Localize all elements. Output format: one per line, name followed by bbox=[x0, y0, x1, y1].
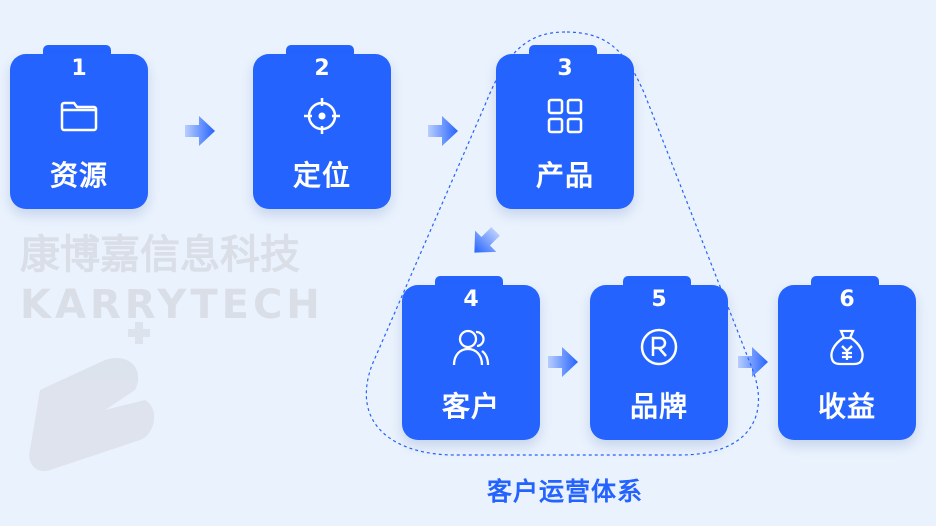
step-label: 定位 bbox=[292, 159, 351, 192]
folder-icon bbox=[60, 101, 98, 132]
step-label: 资源 bbox=[49, 159, 108, 192]
step-card-5: 5 品牌 bbox=[590, 276, 728, 440]
step-number: 4 bbox=[463, 287, 479, 312]
step-number: 6 bbox=[839, 287, 855, 312]
grid-icon bbox=[547, 98, 583, 134]
step-card-1: 1 资源 bbox=[10, 45, 148, 209]
registered-icon bbox=[640, 328, 678, 366]
step-number: 5 bbox=[651, 287, 667, 312]
arrow-4-5 bbox=[548, 347, 578, 377]
step-card-3: 3 产品 bbox=[496, 45, 634, 209]
step-number: 1 bbox=[71, 56, 87, 81]
target-icon bbox=[304, 98, 340, 134]
arrow-3-4 bbox=[474, 227, 500, 253]
watermark-en: KARRYTECH bbox=[20, 282, 324, 328]
step-number: 2 bbox=[314, 56, 330, 81]
step-label: 收益 bbox=[817, 390, 876, 423]
arrow-2-3 bbox=[428, 116, 458, 146]
watermark-cn: 康博嘉信息科技 bbox=[20, 232, 300, 278]
users-icon bbox=[452, 329, 490, 366]
group-label: 客户运营体系 bbox=[486, 477, 643, 506]
step-card-6: 6 收益 bbox=[778, 276, 916, 440]
step-number: 3 bbox=[557, 56, 573, 81]
watermark-logo bbox=[29, 322, 155, 472]
step-label: 品牌 bbox=[629, 390, 688, 423]
arrow-1-2 bbox=[185, 116, 215, 146]
step-card-2: 2 定位 bbox=[253, 45, 391, 209]
money-bag-icon bbox=[830, 329, 864, 366]
step-card-4: 4 客户 bbox=[402, 276, 540, 440]
step-label: 客户 bbox=[441, 390, 500, 423]
arrow-5-6 bbox=[738, 347, 768, 377]
step-label: 产品 bbox=[535, 159, 594, 192]
